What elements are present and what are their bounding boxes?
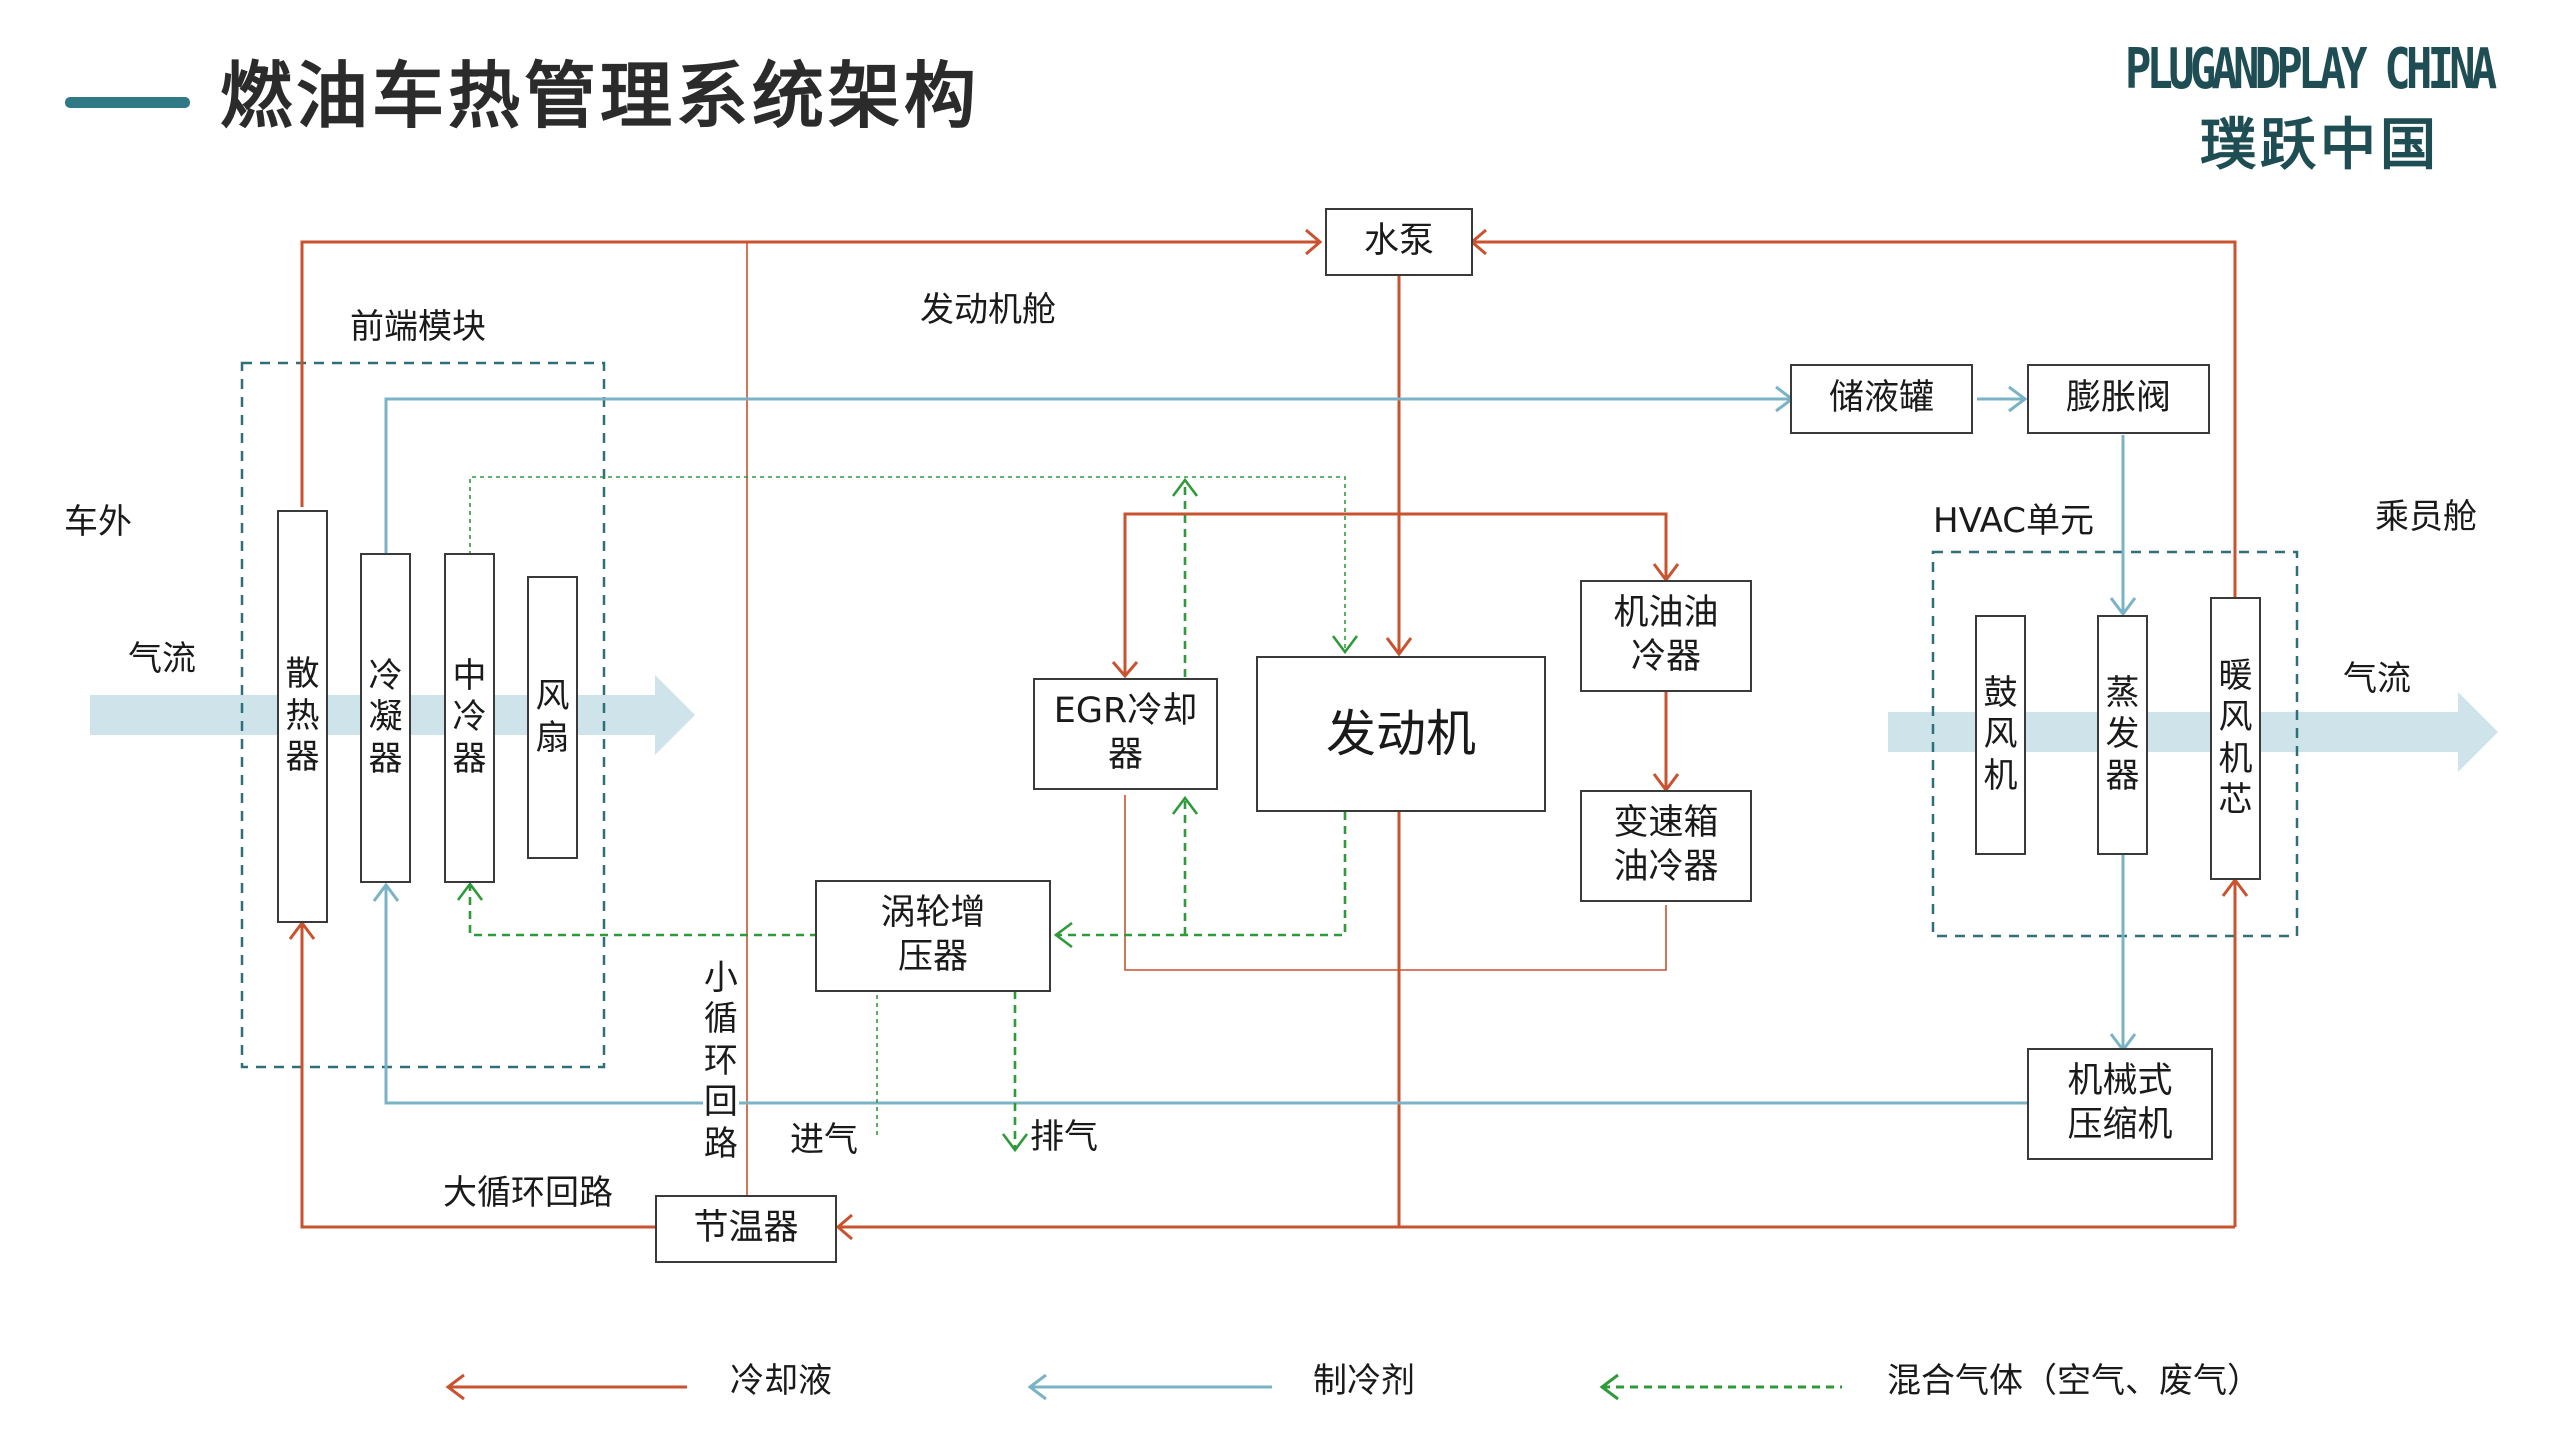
coolant-arrow-radiator-bottom bbox=[288, 920, 316, 940]
legend-mixed-gas-label: 混合气体（空气、废气） bbox=[1887, 1361, 2261, 1401]
intake-label: 进气 bbox=[790, 1120, 858, 1160]
thermostat-box: 节温器 bbox=[655, 1195, 837, 1263]
legend-gas-arrow bbox=[1599, 1373, 1619, 1401]
logo-chinese: 璞跃中国 bbox=[2200, 113, 2440, 178]
zone-label-outside: 车外 bbox=[64, 502, 132, 542]
trans-oil-cooler-label: 变速箱油冷器 bbox=[1613, 803, 1719, 887]
intercooler-box: 中冷器 bbox=[444, 553, 495, 883]
exhaust-label: 排气 bbox=[1030, 1117, 1098, 1157]
coolant-arrow-egr-top bbox=[1111, 661, 1139, 679]
gas-arrow-egr-top bbox=[1171, 477, 1199, 497]
zone-label-front-module: 前端模块 bbox=[350, 307, 486, 347]
coolant-line-branch-egr-oil bbox=[1123, 512, 1668, 676]
coolant-line-radiator-to-pump bbox=[300, 240, 1318, 507]
expansion-valve-box: 膨胀阀 bbox=[2027, 364, 2210, 434]
condenser-box: 冷凝器 bbox=[360, 553, 411, 883]
turbo-box: 涡轮增压器 bbox=[815, 880, 1051, 992]
evaporator-box: 蒸发器 bbox=[2097, 615, 2148, 855]
gas-line-turbo-to-intercooler bbox=[468, 885, 818, 937]
gas-line-intercooler-to-engine bbox=[469, 476, 1346, 650]
title-accent-bar bbox=[65, 97, 190, 108]
coolant-arrow-engine-top bbox=[1385, 637, 1413, 657]
small-loop-text: 小循环回路 bbox=[703, 958, 738, 1164]
trans-oil-cooler-box: 变速箱油冷器 bbox=[1580, 790, 1752, 902]
coolant-line-egr-trans-return bbox=[1124, 795, 1667, 971]
coolant-arrow-heater-bottom bbox=[2221, 877, 2249, 897]
turbo-label: 涡轮增压器 bbox=[880, 893, 986, 977]
water-pump-box: 水泵 bbox=[1325, 208, 1473, 276]
legend-coolant-label: 冷却液 bbox=[730, 1361, 832, 1401]
coolant-arrow-pump-left bbox=[1305, 228, 1323, 256]
gas-arrow-turbo-right bbox=[1053, 921, 1073, 949]
logo-wordmark: PLUGANDPLAY CHINA bbox=[2125, 37, 2497, 102]
refrigerant-arrow-condenser bbox=[372, 882, 400, 902]
fan-label: 风扇 bbox=[535, 676, 570, 758]
blower-box: 鼓风机 bbox=[1975, 615, 2026, 855]
small-loop-label: 小循环回路 bbox=[703, 958, 739, 1166]
compressor-label: 机械式压缩机 bbox=[2067, 1061, 2173, 1145]
egr-cooler-label: EGR冷却器 bbox=[1053, 691, 1198, 775]
engine-box: 发动机 bbox=[1256, 656, 1546, 812]
oil-cooler-box: 机油油冷器 bbox=[1580, 580, 1752, 692]
receiver-box: 储液罐 bbox=[1790, 364, 1973, 434]
radiator-box: 散热器 bbox=[277, 510, 328, 923]
large-loop-label: 大循环回路 bbox=[443, 1173, 613, 1213]
heater-core-box: 暖风机芯 bbox=[2210, 597, 2261, 880]
radiator-label: 散热器 bbox=[285, 654, 320, 778]
legend-refrigerant-arrow bbox=[1027, 1373, 1047, 1401]
zone-label-engine-bay: 发动机舱 bbox=[920, 290, 1056, 330]
airflow-label-right: 气流 bbox=[2343, 659, 2411, 699]
refrigerant-line-condenser-to-receiver bbox=[384, 397, 1790, 555]
zone-label-hvac: HVAC单元 bbox=[1933, 501, 2095, 541]
blower-label: 鼓风机 bbox=[1983, 672, 2018, 796]
refrigerant-arrow-evaporator bbox=[2109, 597, 2137, 617]
fan-box: 风扇 bbox=[527, 576, 578, 859]
airflow-label-left: 气流 bbox=[128, 639, 196, 679]
gas-arrow-engine-top bbox=[1331, 635, 1359, 655]
coolant-arrow-thermostat bbox=[835, 1213, 853, 1241]
hvac-unit-group bbox=[1931, 550, 2299, 938]
legend-refrigerant-label: 制冷剂 bbox=[1313, 1361, 1415, 1401]
gas-arrow-egr-bottom bbox=[1171, 795, 1199, 815]
compressor-box: 机械式压缩机 bbox=[2027, 1048, 2213, 1160]
front-module-group bbox=[240, 361, 606, 1069]
gas-arrow-intercooler bbox=[456, 881, 484, 901]
evaporator-label: 蒸发器 bbox=[2105, 672, 2140, 796]
page-title: 燃油车热管理系统架构 bbox=[220, 54, 981, 138]
zone-label-cabin: 乘员舱 bbox=[2375, 497, 2477, 537]
intercooler-label: 中冷器 bbox=[452, 655, 487, 779]
heater-core-label: 暖风机芯 bbox=[2218, 655, 2253, 820]
coolant-line-heater-to-pump bbox=[1474, 240, 2237, 598]
gas-line-engine-exhaust bbox=[1055, 812, 1347, 937]
oil-cooler-label: 机油油冷器 bbox=[1613, 593, 1719, 677]
condenser-label: 冷凝器 bbox=[368, 655, 403, 779]
egr-cooler-box: EGR冷却器 bbox=[1033, 678, 1218, 790]
refrigerant-line-compressor-to-condenser bbox=[384, 887, 2027, 1105]
coolant-line-large-loop bbox=[300, 925, 655, 1229]
refrigerant-arrow-valve bbox=[2008, 385, 2028, 413]
legend-coolant-arrow bbox=[445, 1373, 465, 1401]
gas-arrow-exhaust bbox=[1001, 1133, 1029, 1153]
